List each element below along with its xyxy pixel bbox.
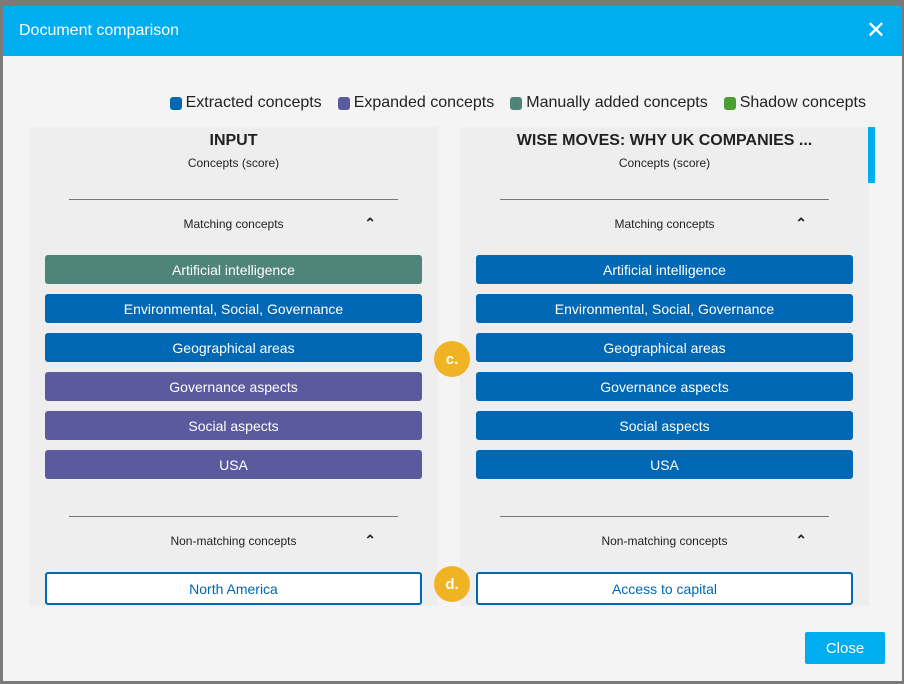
input-panel: INPUT Concepts (score) Matching concepts…	[29, 127, 438, 606]
concept-chip[interactable]: Geographical areas	[45, 333, 422, 362]
dialog-title: Document comparison	[19, 22, 180, 39]
legend-label: Extracted concepts	[185, 94, 322, 111]
concept-chip-nonmatching[interactable]: North America	[45, 572, 422, 605]
concept-chip[interactable]: Governance aspects	[45, 372, 422, 401]
concept-chip[interactable]: Social aspects	[45, 411, 422, 440]
legend-item: Manually added concepts	[510, 94, 708, 112]
nonmatching-header[interactable]: Non-matching concepts ⌃	[500, 532, 829, 548]
panel-title: WISE MOVES: WHY UK COMPANIES ...	[516, 132, 813, 149]
panel-title: INPUT	[209, 132, 258, 149]
legend-item: Expanded concepts	[337, 94, 495, 112]
legend-swatch	[337, 96, 350, 110]
panel-subtitle: Concepts (score)	[187, 156, 280, 170]
divider	[500, 199, 829, 200]
divider	[500, 516, 829, 517]
legend-swatch	[723, 96, 736, 110]
legend-label: Shadow concepts	[739, 94, 866, 111]
concept-chip[interactable]: Social aspects	[476, 411, 853, 440]
nonmatching-header[interactable]: Non-matching concepts ⌃	[69, 532, 398, 548]
concept-chip[interactable]: Environmental, Social, Governance	[476, 294, 853, 323]
divider	[69, 516, 398, 517]
chevron-up-icon[interactable]: ⌃	[795, 532, 807, 548]
close-icon[interactable]: ✕	[865, 17, 886, 44]
panel-subtitle: Concepts (score)	[618, 156, 711, 170]
chevron-up-icon[interactable]: ⌃	[364, 532, 376, 548]
chevron-up-icon[interactable]: ⌃	[795, 215, 807, 231]
document-panel: WISE MOVES: WHY UK COMPANIES ... Concept…	[460, 127, 869, 606]
concept-chip[interactable]: Artificial intelligence	[45, 255, 422, 284]
document-comparison-dialog: Document comparison ✕ Extracted concepts…	[3, 6, 902, 681]
chevron-up-icon[interactable]: ⌃	[364, 215, 376, 231]
concept-chip[interactable]: Geographical areas	[476, 333, 853, 362]
legend-label: Manually added concepts	[526, 94, 708, 111]
dialog-header: Document comparison ✕	[3, 6, 902, 56]
concept-chip[interactable]: Environmental, Social, Governance	[45, 294, 422, 323]
legend: Extracted concepts Expanded concepts Manua…	[169, 94, 866, 112]
section-label: Matching concepts	[183, 217, 284, 231]
concept-chip[interactable]: Artificial intelligence	[476, 255, 853, 284]
scrollbar[interactable]	[868, 127, 875, 183]
concept-chip[interactable]: Governance aspects	[476, 372, 853, 401]
matching-header[interactable]: Matching concepts ⌃	[69, 215, 398, 231]
concept-chip[interactable]: USA	[476, 450, 853, 479]
section-label: Non-matching concepts	[601, 534, 728, 548]
section-label: Non-matching concepts	[170, 534, 297, 548]
badge-c: c.	[434, 341, 470, 377]
close-button[interactable]: Close	[805, 632, 885, 664]
concept-chip[interactable]: USA	[45, 450, 422, 479]
matching-header[interactable]: Matching concepts ⌃	[500, 215, 829, 231]
divider	[69, 199, 398, 200]
legend-swatch	[169, 96, 182, 110]
badge-d: d.	[434, 566, 470, 602]
legend-item: Shadow concepts	[723, 94, 866, 112]
section-label: Matching concepts	[614, 217, 715, 231]
concept-chip-nonmatching[interactable]: Access to capital	[476, 572, 853, 605]
legend-label: Expanded concepts	[353, 94, 495, 111]
legend-item: Extracted concepts	[169, 94, 322, 112]
legend-swatch	[510, 96, 523, 110]
